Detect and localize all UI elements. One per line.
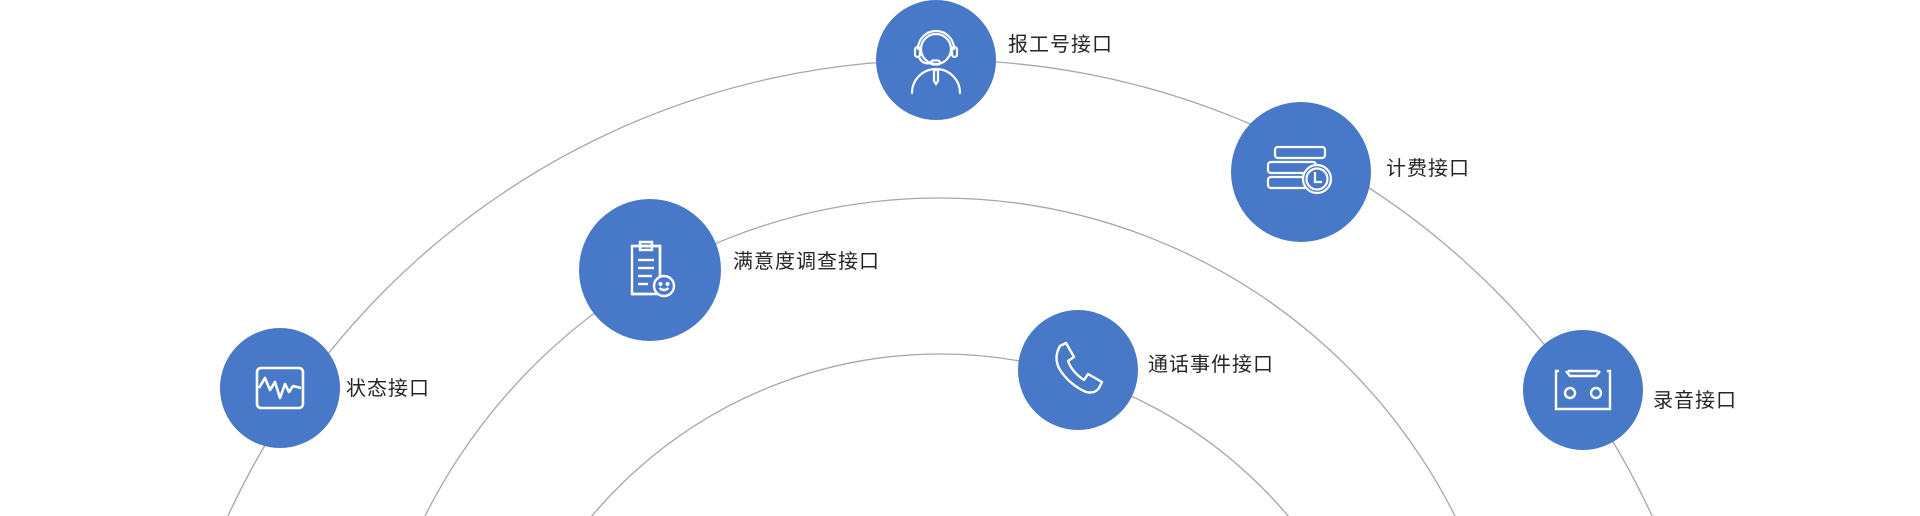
label-status: 状态接口	[346, 376, 430, 400]
node-status	[220, 328, 340, 448]
node-survey	[579, 199, 721, 341]
cassette-tape-icon	[1554, 369, 1612, 411]
clipboard-smile-icon	[630, 240, 676, 298]
pulse-monitor-icon	[255, 366, 305, 410]
node-recording	[1523, 330, 1643, 450]
node-agent	[876, 0, 996, 120]
middle-arc	[424, 197, 1456, 516]
inner-arc	[591, 353, 1289, 516]
node-billing	[1231, 102, 1371, 242]
label-survey: 满意度调查接口	[733, 249, 880, 273]
label-billing: 计费接口	[1386, 156, 1470, 180]
coins-clock-icon	[1266, 145, 1333, 195]
phone-icon	[1055, 341, 1104, 394]
label-agent: 报工号接口	[1008, 32, 1113, 56]
label-call: 通话事件接口	[1148, 352, 1274, 376]
outer-arc	[227, 59, 1653, 516]
label-recording: 录音接口	[1653, 388, 1737, 412]
node-call	[1018, 310, 1138, 430]
headset-agent-icon	[910, 29, 962, 95]
